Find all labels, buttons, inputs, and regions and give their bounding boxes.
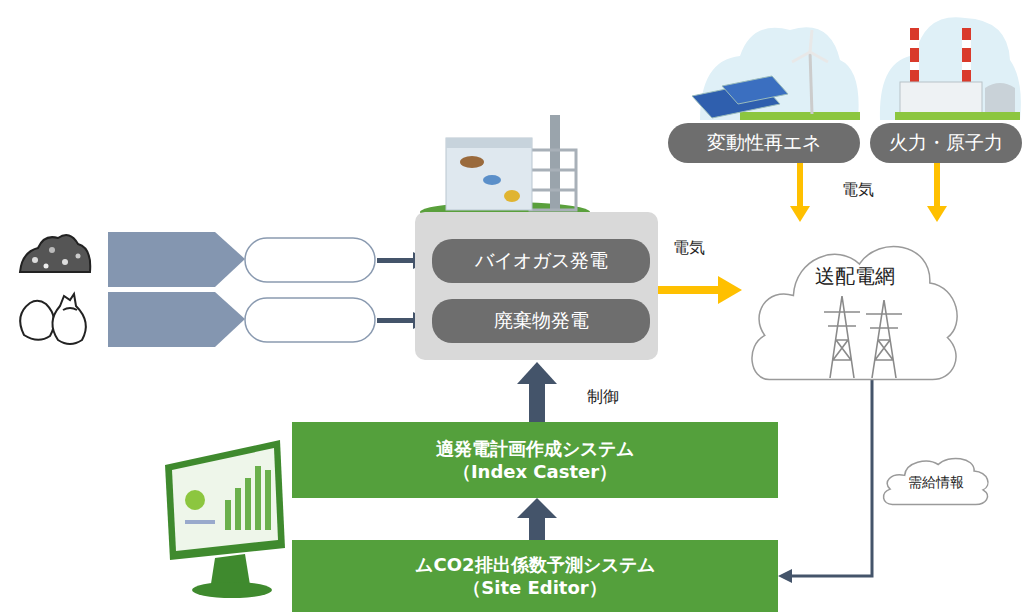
connector: [529, 518, 545, 540]
node-text: 需給情報: [908, 474, 964, 492]
system-box: 適発電計画作成システム（Index Caster）: [292, 422, 778, 498]
generation-box: バイオガス発電: [432, 239, 650, 283]
generation-box: 廃棄物発電: [432, 299, 650, 343]
waste-pile-icon: [20, 235, 90, 272]
node-text: 送配電網: [815, 263, 895, 290]
process-pill: [245, 298, 375, 342]
monitor-illustration: [165, 440, 285, 598]
grid-cloud: 送配電網: [745, 222, 965, 390]
connector: [792, 378, 872, 576]
node-text: （Index Caster）: [453, 460, 617, 483]
source-pill: 火力・原子力: [870, 123, 1022, 163]
node-text: （Site Editor）: [463, 576, 606, 599]
info-cloud: 需給情報: [880, 450, 992, 508]
garbage-bag-icon: [20, 294, 86, 344]
power-arrow: [658, 276, 742, 304]
source-pill: 変動性再エネ: [668, 123, 860, 163]
system-box: ムCO2排出係数予測システム（Site Editor）: [292, 540, 778, 612]
node-text: 火力・原子力: [889, 130, 1003, 156]
cloud-outline: [745, 222, 965, 390]
node-text: 適発電計画作成システム: [436, 437, 634, 460]
node-text: ムCO2排出係数予測システム: [415, 553, 654, 576]
input-arrow: [108, 232, 245, 287]
renewables-illustration: [692, 27, 860, 120]
pylon-icon: [824, 296, 902, 378]
connector: [797, 163, 803, 206]
node-text: 変動性再エネ: [707, 130, 821, 156]
node-text: 廃棄物発電: [494, 308, 589, 334]
node-text: バイオガス発電: [475, 248, 608, 274]
flow-label: 電気: [840, 180, 876, 201]
plant-illustration: [420, 115, 590, 222]
flow-label: 制御: [585, 387, 621, 408]
plant-panel: [415, 212, 658, 360]
process-pill: [245, 238, 375, 282]
input-arrow: [108, 292, 245, 347]
thermal-plant-illustration: [880, 17, 1021, 120]
connector: [934, 163, 940, 206]
control-arrow: [517, 362, 557, 422]
flow-label: 電気: [671, 238, 707, 259]
